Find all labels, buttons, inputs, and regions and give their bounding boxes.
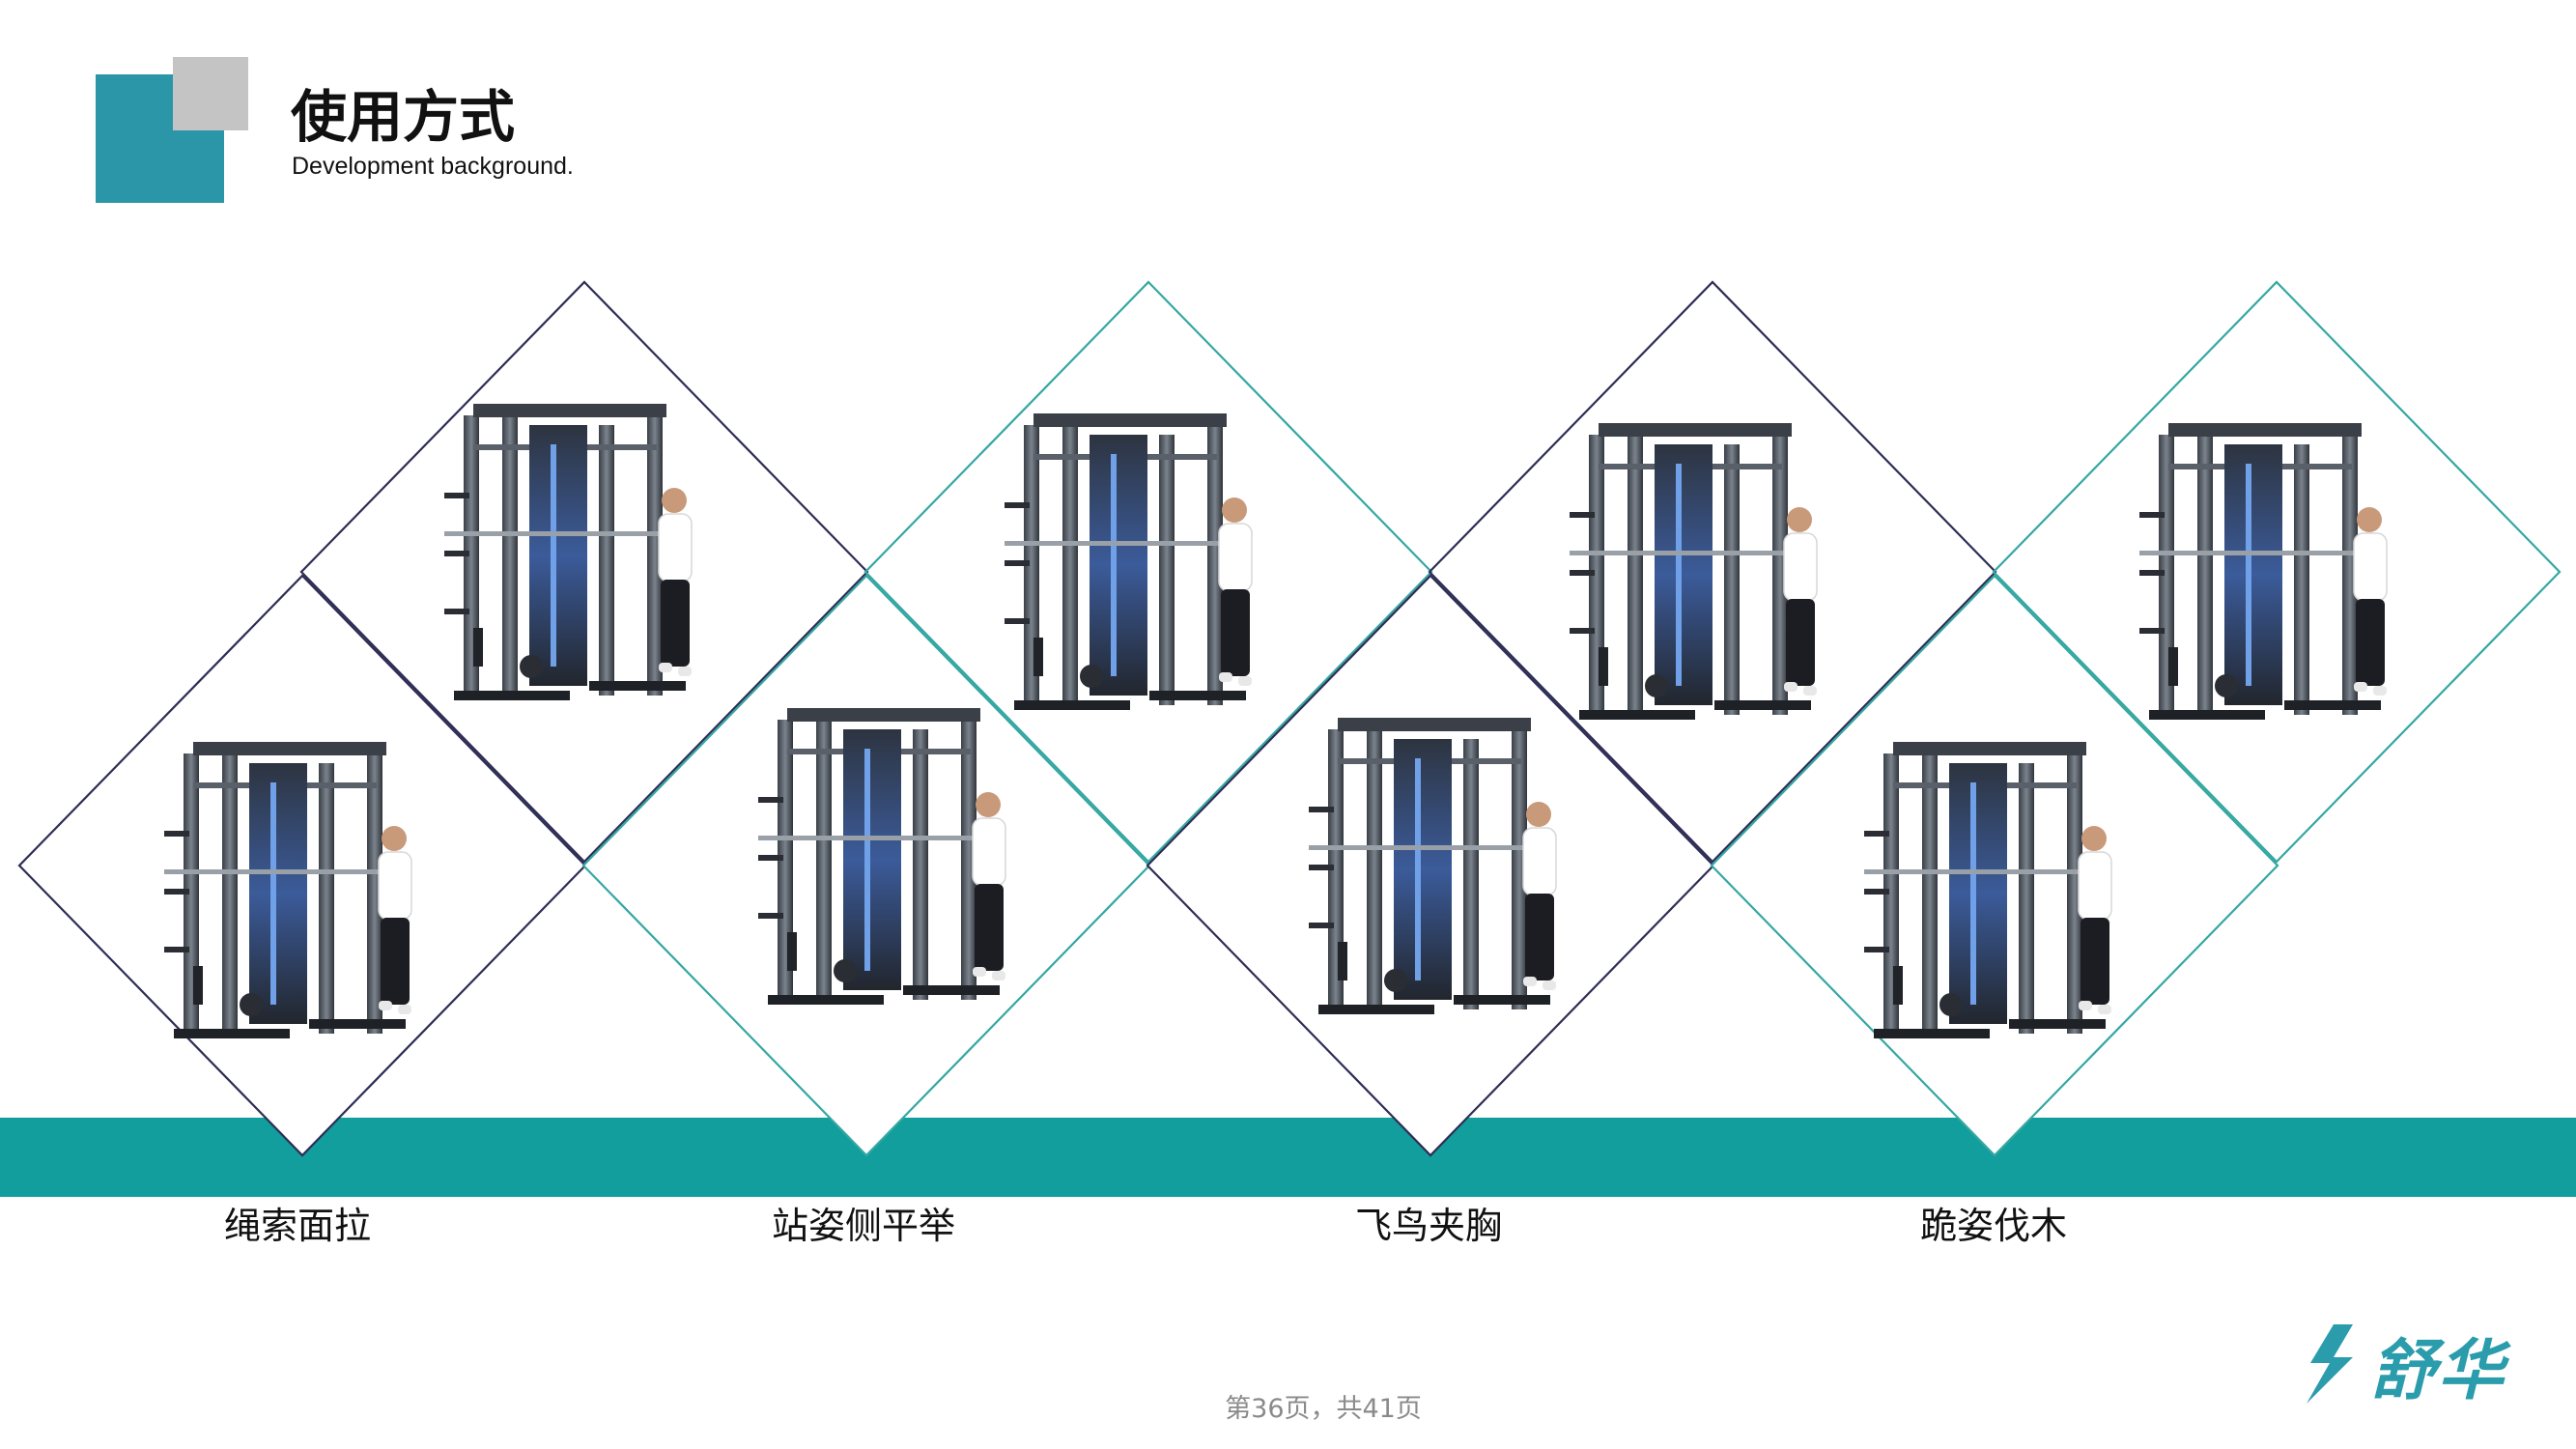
brand-name: 舒华 [2370,1332,2506,1409]
gym-machine-photo [1569,422,1818,721]
brand-logo-icon [2307,1324,2353,1404]
exercise-label-face-pull: 绳索面拉 [223,1205,371,1247]
exercise-label-chest-fly: 飞鸟夹胸 [1354,1205,1502,1247]
diamond-upper-1 [299,280,869,864]
gym-machine-photo [2138,422,2388,721]
diamond-upper-4 [1992,280,2562,864]
teal-band [0,1118,2576,1197]
page-subtitle: Development background. [292,153,574,180]
title-decor-gray-square [173,57,248,130]
gym-machine-photo [443,403,693,701]
exercise-label-kneeling-chop: 跪姿伐木 [1919,1205,2067,1247]
page-title: 使用方式 [291,84,516,150]
diamond-upper-2 [863,280,1433,864]
brand-logo: 舒华 [2297,1316,2505,1412]
exercise-label-lateral-raise: 站姿侧平举 [771,1205,955,1247]
diamond-upper-3 [1428,280,1997,864]
page-indicator: 第36页，共41页 [1225,1394,1422,1424]
gym-machine-photo [1004,412,1253,711]
